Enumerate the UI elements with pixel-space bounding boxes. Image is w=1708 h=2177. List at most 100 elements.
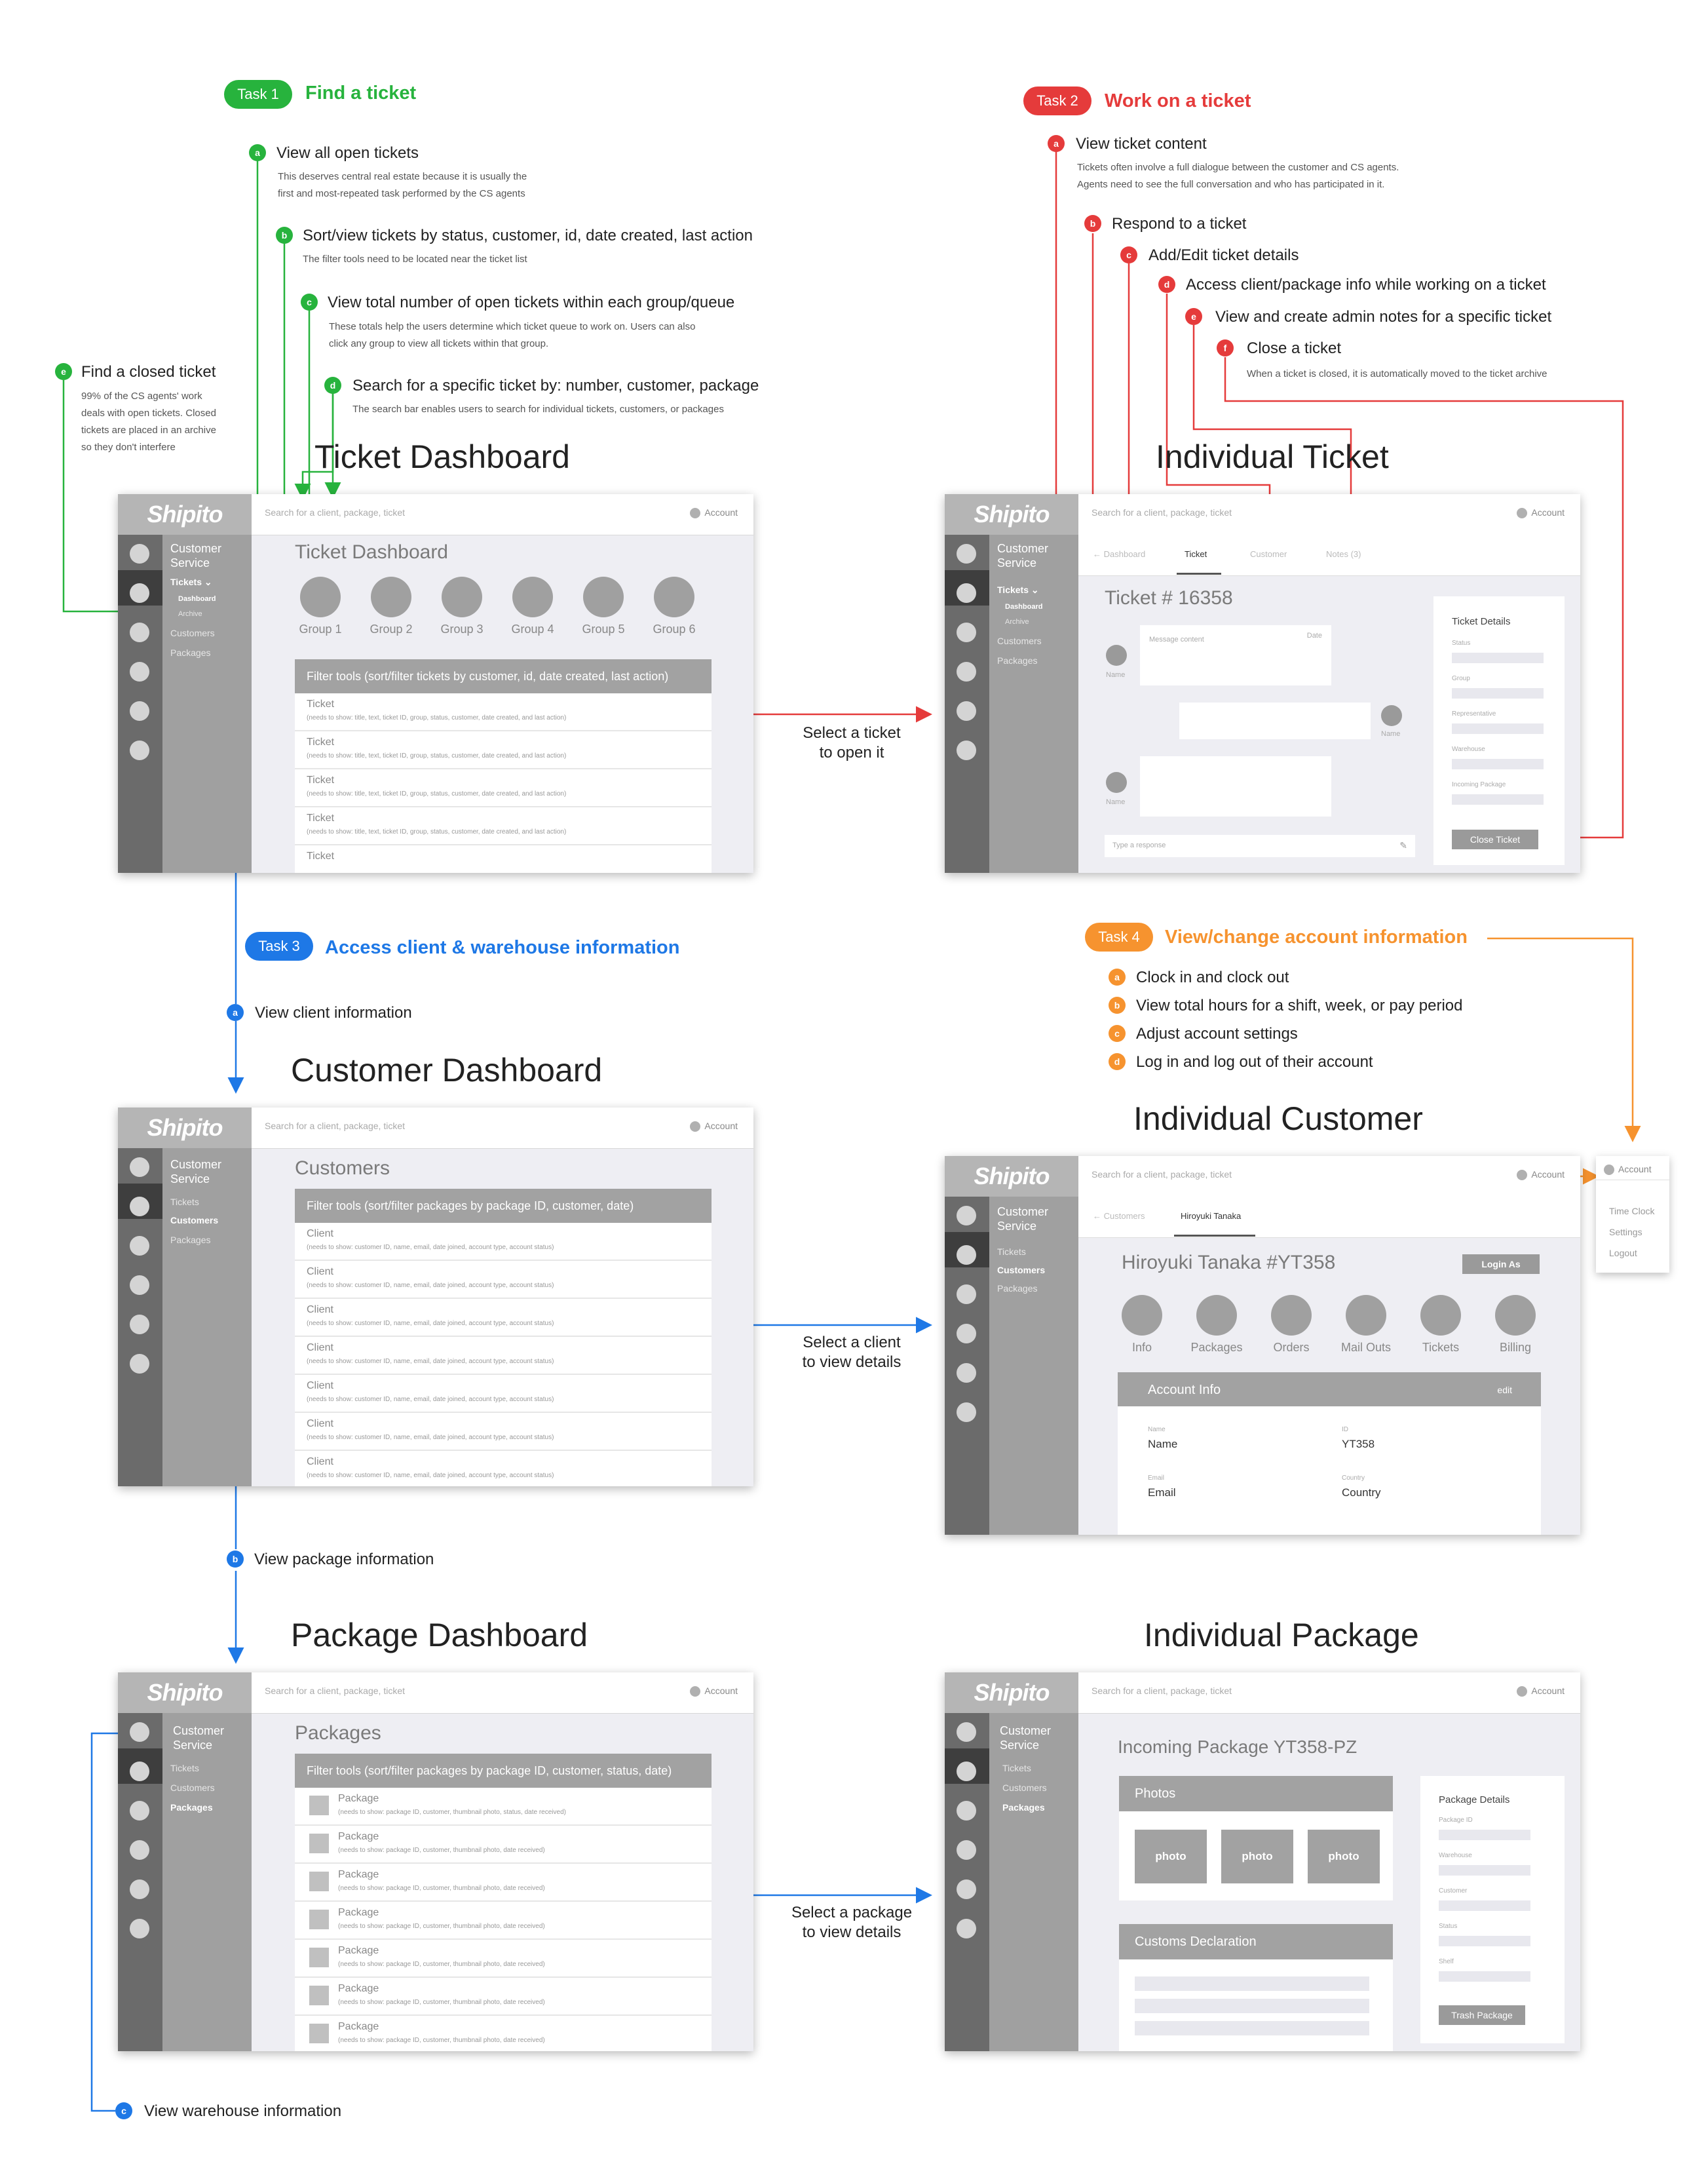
- rail-icon[interactable]: [130, 1840, 149, 1860]
- menu-settings[interactable]: Settings: [1609, 1227, 1642, 1237]
- rail-icon[interactable]: [130, 662, 149, 682]
- table-row[interactable]: Client(needs to show: customer ID, name,…: [295, 1261, 712, 1299]
- search-input[interactable]: Search for a client, package, ticket: [265, 507, 405, 518]
- table-row[interactable]: Package(needs to show: package ID, custo…: [295, 1978, 712, 2016]
- billing-circle[interactable]: [1495, 1295, 1536, 1336]
- field-warehouse[interactable]: [1452, 759, 1544, 769]
- table-row[interactable]: Package(needs to show: package ID, custo…: [295, 1826, 712, 1864]
- edit-link[interactable]: edit: [1497, 1385, 1512, 1395]
- group-circle[interactable]: [512, 577, 553, 617]
- nav-customers[interactable]: Customers: [170, 1782, 215, 1793]
- rail-icon[interactable]: [130, 623, 149, 642]
- nav-packages[interactable]: Packages: [1002, 1802, 1045, 1813]
- nav-customers[interactable]: Customers: [170, 628, 215, 638]
- rail-icon[interactable]: [130, 583, 149, 603]
- rail-icon[interactable]: [130, 1157, 149, 1177]
- table-row[interactable]: Package(needs to show: package ID, custo…: [295, 1864, 712, 1902]
- filter-bar[interactable]: Filter tools (sort/filter packages by pa…: [295, 1754, 712, 1788]
- rail-icon[interactable]: [130, 1354, 149, 1374]
- account-menu[interactable]: Account: [690, 507, 738, 518]
- table-row[interactable]: Ticket(needs to show: title, text, ticke…: [295, 807, 712, 845]
- account-menu[interactable]: Account: [1517, 507, 1565, 518]
- field-incoming-package[interactable]: [1452, 794, 1544, 805]
- rail-icon[interactable]: [957, 544, 976, 564]
- orders-circle[interactable]: [1271, 1295, 1312, 1336]
- nav-tickets[interactable]: Tickets: [170, 1763, 199, 1773]
- nav-packages[interactable]: Packages: [170, 1235, 211, 1245]
- rail-icon[interactable]: [957, 741, 976, 760]
- group-circle[interactable]: [300, 577, 341, 617]
- rail-icon[interactable]: [957, 662, 976, 682]
- rail-icon[interactable]: [957, 1284, 976, 1304]
- nav-archive[interactable]: Archive: [178, 610, 202, 618]
- group-circle[interactable]: [371, 577, 411, 617]
- info-circle[interactable]: [1122, 1295, 1162, 1336]
- table-row[interactable]: Ticket(needs to show: title, text, ticke…: [295, 769, 712, 807]
- field-status[interactable]: [1452, 653, 1544, 663]
- menu-time-clock[interactable]: Time Clock: [1609, 1206, 1655, 1216]
- account-dropdown-title[interactable]: Account: [1604, 1164, 1652, 1176]
- trash-package-button[interactable]: Trash Package: [1439, 2005, 1525, 2025]
- account-menu[interactable]: Account: [690, 1121, 738, 1132]
- table-row[interactable]: Client(needs to show: customer ID, name,…: [295, 1223, 712, 1261]
- photo-thumbnail[interactable]: photo: [1135, 1830, 1207, 1883]
- rail-icon[interactable]: [130, 544, 149, 564]
- rail-icon[interactable]: [130, 1879, 149, 1899]
- group-circle[interactable]: [442, 577, 482, 617]
- search-input[interactable]: Search for a client, package, ticket: [265, 1686, 405, 1696]
- tab-customer[interactable]: Customer: [1250, 549, 1287, 559]
- rail-icon[interactable]: [957, 701, 976, 721]
- rail-icon[interactable]: [957, 1840, 976, 1860]
- nav-customers[interactable]: Customers: [1002, 1782, 1047, 1793]
- packages-circle[interactable]: [1196, 1295, 1237, 1336]
- nav-packages[interactable]: Packages: [170, 647, 211, 658]
- nav-packages[interactable]: Packages: [170, 1802, 213, 1813]
- nav-customers[interactable]: Customers: [997, 636, 1042, 646]
- rail-icon[interactable]: [957, 1206, 976, 1225]
- account-menu[interactable]: Account: [1517, 1169, 1565, 1180]
- rail-icon[interactable]: [130, 1197, 149, 1216]
- table-row[interactable]: Ticket(needs to show: title, text, ticke…: [295, 693, 712, 731]
- nav-dashboard[interactable]: Dashboard: [178, 595, 216, 603]
- rail-icon[interactable]: [957, 1363, 976, 1383]
- filter-bar[interactable]: Filter tools (sort/filter tickets by cus…: [295, 659, 712, 693]
- table-row[interactable]: Ticket(needs to show: title, text, ticke…: [295, 731, 712, 769]
- photo-thumbnail[interactable]: photo: [1308, 1830, 1380, 1883]
- tickets-circle[interactable]: [1420, 1295, 1461, 1336]
- rail-icon[interactable]: [957, 1919, 976, 1938]
- rail-icon[interactable]: [957, 623, 976, 642]
- rail-icon[interactable]: [130, 1919, 149, 1938]
- nav-archive[interactable]: Archive: [1005, 618, 1029, 626]
- table-row[interactable]: Client(needs to show: customer ID, name,…: [295, 1451, 712, 1486]
- photo-thumbnail[interactable]: photo: [1221, 1830, 1293, 1883]
- nav-customers[interactable]: Customers: [997, 1265, 1046, 1275]
- nav-tickets[interactable]: Tickets ⌄: [997, 585, 1039, 595]
- rail-icon[interactable]: [130, 1236, 149, 1256]
- tab-back-customers[interactable]: ← Customers: [1093, 1211, 1145, 1221]
- group-circle[interactable]: [654, 577, 694, 617]
- close-ticket-button[interactable]: Close Ticket: [1452, 830, 1538, 849]
- response-input[interactable]: Type a response ✎: [1105, 835, 1415, 857]
- field-customer[interactable]: [1439, 1900, 1530, 1911]
- field-group[interactable]: [1452, 688, 1544, 699]
- table-row[interactable]: Client(needs to show: customer ID, name,…: [295, 1299, 712, 1337]
- table-row[interactable]: Client(needs to show: customer ID, name,…: [295, 1413, 712, 1451]
- rail-icon[interactable]: [130, 701, 149, 721]
- nav-dashboard[interactable]: Dashboard: [1005, 603, 1043, 611]
- nav-packages[interactable]: Packages: [997, 1283, 1038, 1294]
- table-row[interactable]: Ticket: [295, 845, 712, 873]
- account-menu[interactable]: Account: [1517, 1686, 1565, 1697]
- search-input[interactable]: Search for a client, package, ticket: [1091, 507, 1232, 518]
- search-input[interactable]: Search for a client, package, ticket: [1091, 1169, 1232, 1180]
- search-input[interactable]: Search for a client, package, ticket: [265, 1121, 405, 1131]
- nav-tickets[interactable]: Tickets ⌄: [170, 577, 212, 587]
- nav-customers[interactable]: Customers: [170, 1215, 219, 1225]
- field-status[interactable]: [1439, 1936, 1530, 1946]
- rail-icon[interactable]: [957, 1245, 976, 1265]
- table-row[interactable]: Client(needs to show: customer ID, name,…: [295, 1375, 712, 1413]
- nav-tickets[interactable]: Tickets: [1002, 1763, 1031, 1773]
- rail-icon[interactable]: [957, 1801, 976, 1821]
- rail-icon[interactable]: [130, 1315, 149, 1334]
- rail-icon[interactable]: [957, 583, 976, 603]
- rail-icon[interactable]: [957, 1722, 976, 1742]
